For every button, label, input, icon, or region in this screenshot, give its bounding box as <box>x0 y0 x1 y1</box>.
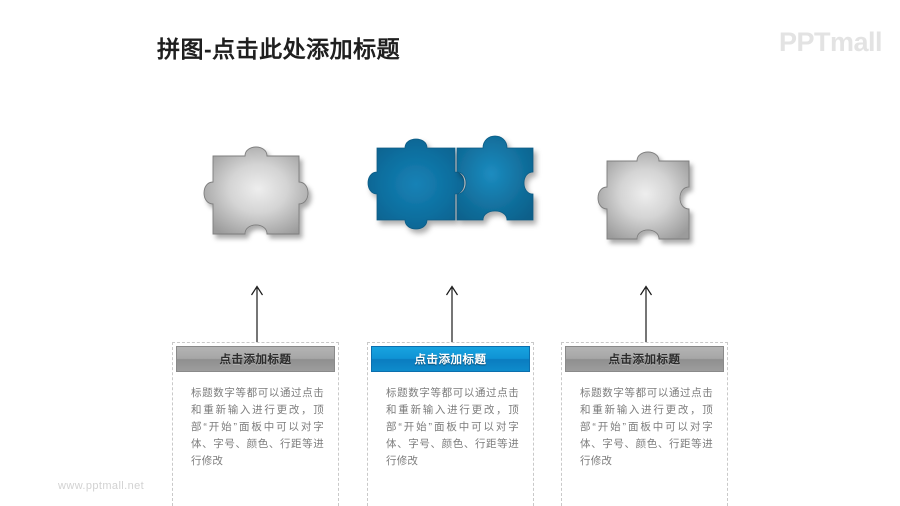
card-body-1[interactable]: 标题数字等都可以通过点击和重新输入进行更改，顶部“开始”面板中可以对字体、字号、… <box>191 387 324 467</box>
card-body-3[interactable]: 标题数字等都可以通过点击和重新输入进行更改，顶部“开始”面板中可以对字体、字号、… <box>580 387 713 467</box>
card-header-1[interactable]: 点击添加标题 <box>176 346 335 372</box>
card-body-2[interactable]: 标题数字等都可以通过点击和重新输入进行更改，顶部“开始”面板中可以对字体、字号、… <box>386 387 519 467</box>
gray-puzzle-piece-right[interactable] <box>565 143 701 255</box>
watermark: www.pptmall.net <box>58 480 145 492</box>
blue-puzzle-piece-left <box>367 138 465 230</box>
blue-puzzle-piece-pair[interactable] <box>365 120 545 268</box>
caption-card-2[interactable]: 点击添加标题 标题数字等都可以通过点击和重新输入进行更改，顶部“开始”面板中可以… <box>367 342 534 506</box>
card-header-2[interactable]: 点击添加标题 <box>371 346 530 372</box>
blue-puzzle-piece-right <box>456 135 534 221</box>
brand-logo: PPTmall <box>778 27 883 57</box>
card-header-3[interactable]: 点击添加标题 <box>565 346 724 372</box>
caption-card-1[interactable]: 点击添加标题 标题数字等都可以通过点击和重新输入进行更改，顶部“开始”面板中可以… <box>172 342 339 506</box>
arrow-up-1 <box>248 283 266 343</box>
arrow-up-3 <box>637 283 655 343</box>
caption-card-3[interactable]: 点击添加标题 标题数字等都可以通过点击和重新输入进行更改，顶部“开始”面板中可以… <box>561 342 728 506</box>
page-title: 拼图-点击此处添加标题 <box>157 36 401 62</box>
gray-puzzle-piece-left[interactable] <box>203 138 340 250</box>
arrow-up-2 <box>443 283 461 343</box>
